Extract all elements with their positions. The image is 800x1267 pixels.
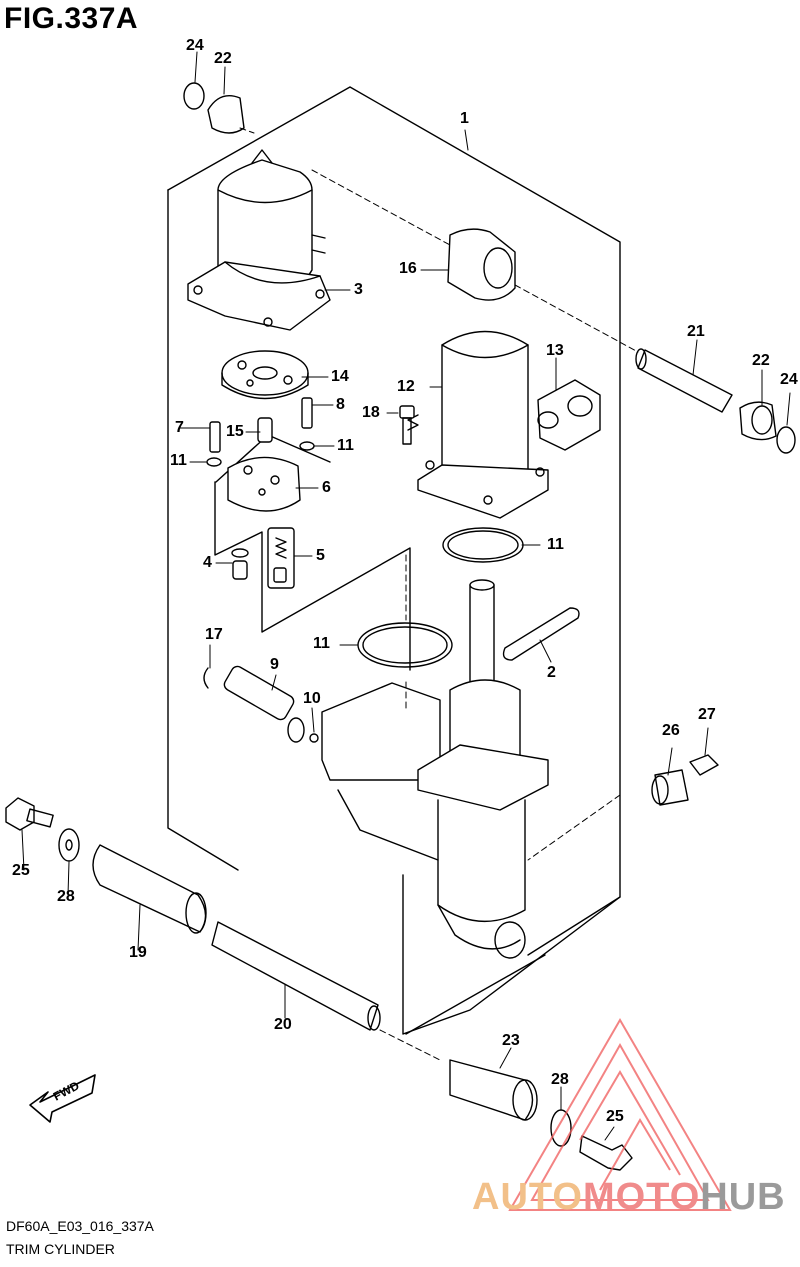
- o-ring-large-2: [357, 622, 453, 668]
- assembly-outline: [167, 86, 621, 956]
- automotohub-logo: [508, 1018, 732, 1211]
- callout-12: 12: [397, 378, 415, 395]
- figure-title: FIG.337A: [4, 2, 139, 35]
- callout-7: 7: [175, 419, 184, 436]
- reservoir-cap: [537, 379, 601, 451]
- watermark-text: AUTOMOTOHUB: [472, 1176, 786, 1219]
- anode-bracket: [502, 607, 580, 661]
- callout-13: 13: [546, 342, 564, 359]
- tilt-cylinder: [407, 330, 549, 519]
- callout-14: 14: [331, 368, 349, 385]
- bushing-22-right: [739, 401, 777, 441]
- watermark-hub: HUB: [700, 1176, 786, 1218]
- circlip-24-right: [776, 426, 796, 454]
- pump-plate: [221, 350, 309, 400]
- callout-4: 4: [203, 554, 212, 571]
- callout-22-a: 22: [214, 50, 232, 67]
- bushing-22-top: [207, 95, 245, 134]
- callout-26: 26: [662, 722, 680, 739]
- callout-19: 19: [129, 944, 147, 961]
- callout-10: 10: [303, 690, 321, 707]
- circlip-24-top: [183, 82, 205, 110]
- callout-24-a: 24: [186, 37, 204, 54]
- callout-9: 9: [270, 656, 279, 673]
- callout-3: 3: [354, 281, 363, 298]
- callout-5: 5: [316, 547, 325, 564]
- callout-16: 16: [399, 260, 417, 277]
- callout-23: 23: [502, 1032, 520, 1049]
- bushing-16: [447, 228, 516, 301]
- o-ring-large-1: [442, 527, 524, 563]
- valve-parts: [231, 527, 295, 589]
- bushing-23: [449, 1059, 538, 1121]
- callout-25-a: 25: [12, 862, 30, 879]
- screw-18: [399, 405, 415, 445]
- trim-rod-cylinder: [321, 579, 549, 959]
- fwd-arrow: [29, 1074, 96, 1123]
- callout-1: 1: [460, 110, 469, 127]
- watermark-moto: MOTO: [582, 1176, 701, 1218]
- callout-28-b: 28: [551, 1071, 569, 1088]
- callout-21: 21: [687, 323, 705, 340]
- diagram-code: DF60A_E03_016_337A: [6, 1218, 154, 1234]
- bolt-25-left: [5, 797, 54, 831]
- watermark-auto: AUTO: [472, 1176, 583, 1218]
- trim-motor: [187, 149, 331, 331]
- callout-11-c: 11: [547, 536, 564, 553]
- diagram-caption: TRIM CYLINDER: [6, 1241, 115, 1257]
- callout-15: 15: [226, 423, 244, 440]
- callout-2: 2: [547, 664, 556, 681]
- callout-20: 20: [274, 1016, 292, 1033]
- callout-11-b: 11: [337, 437, 354, 454]
- manual-release-valve: [203, 665, 319, 743]
- washer-28-left: [58, 828, 80, 862]
- callout-8: 8: [336, 396, 345, 413]
- callout-22-b: 22: [752, 352, 770, 369]
- callout-18: 18: [362, 404, 380, 421]
- bolt-25-bottom: [579, 1135, 633, 1171]
- callout-11-a: 11: [170, 452, 187, 469]
- callout-24-b: 24: [780, 371, 798, 388]
- callout-6: 6: [322, 479, 331, 496]
- callout-27: 27: [698, 706, 716, 723]
- sleeve-19: [92, 844, 207, 934]
- shaft-20: [211, 921, 381, 1031]
- spacer-26: [651, 769, 689, 806]
- callout-28-a: 28: [57, 888, 75, 905]
- callout-11-d: 11: [313, 635, 330, 652]
- valve-body: [215, 434, 331, 512]
- callout-17: 17: [205, 626, 223, 643]
- pin-21: [635, 348, 733, 413]
- callout-25-b: 25: [606, 1108, 624, 1125]
- bolt-27: [689, 754, 719, 776]
